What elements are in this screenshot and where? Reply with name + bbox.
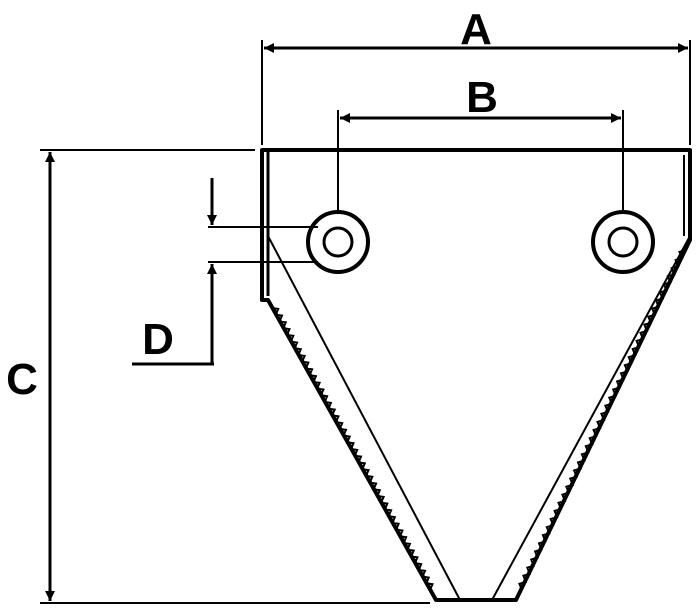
blade-bevel-left [267, 235, 461, 601]
blade-section [260, 148, 692, 602]
serrated-edges [271, 249, 687, 591]
dimension-d [132, 178, 318, 366]
blade-bevel-right [491, 235, 691, 601]
serration [271, 307, 434, 591]
dimension-a-label: A [460, 5, 492, 54]
dimension-d-label: D [142, 315, 174, 364]
dimension-a [261, 40, 691, 145]
dimension-b [337, 110, 624, 212]
rivet-hole-left [306, 210, 370, 274]
dimension-c [40, 149, 430, 604]
dimension-b-label: B [466, 73, 498, 122]
rivet-hole-right [591, 210, 655, 274]
dimension-c-label: C [6, 355, 38, 404]
blade-outline [260, 148, 692, 602]
serration [518, 249, 687, 591]
